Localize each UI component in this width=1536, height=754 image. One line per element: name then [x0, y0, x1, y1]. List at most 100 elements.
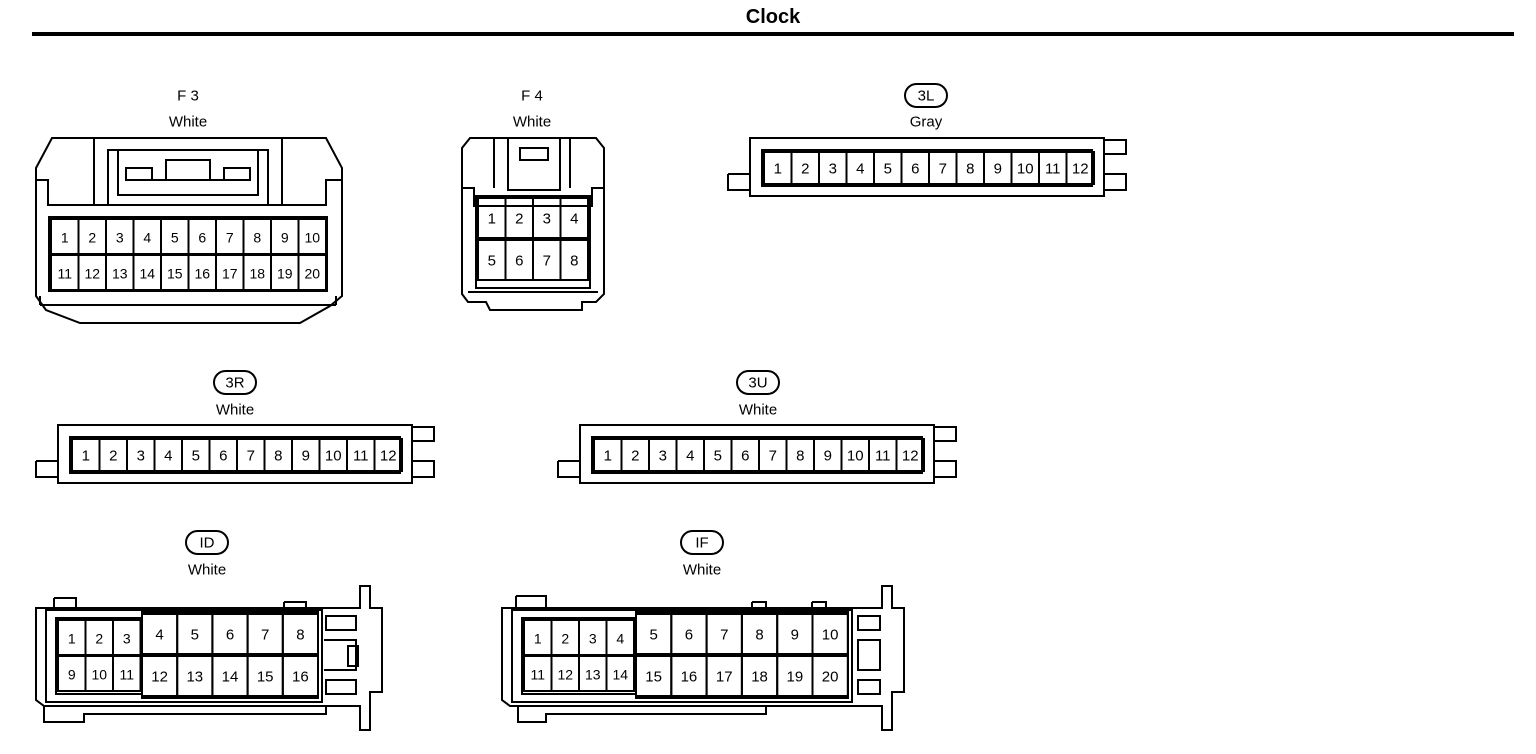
pin-label: 3: [589, 631, 597, 647]
pin-label: 7: [226, 230, 234, 246]
pin-label: 5: [171, 230, 179, 246]
connector-color: White: [513, 114, 551, 131]
pin-label: 8: [570, 253, 578, 270]
connector-outline: [69, 436, 401, 474]
pin-label: 1: [488, 211, 496, 228]
connector-outline: [517, 706, 767, 723]
pin-label: 20: [822, 669, 839, 686]
pin-cell: [605, 655, 635, 692]
page-title: Clock: [745, 6, 801, 28]
connector-outline: [511, 609, 853, 703]
pin-label: 4: [570, 211, 578, 228]
connector-outline: [165, 159, 211, 181]
pin-label: 4: [164, 448, 172, 465]
connector-code-badge: [736, 370, 780, 395]
connector-outline: [591, 436, 923, 474]
pin-label: 8: [796, 448, 804, 465]
pin-label: 3: [543, 211, 551, 228]
pin-label: 15: [645, 669, 662, 686]
pin-label: 9: [68, 667, 76, 683]
pin-label: 10: [822, 627, 839, 644]
pin-label: 7: [543, 253, 551, 270]
pin-label: 9: [791, 627, 799, 644]
pin-label: 4: [616, 631, 624, 647]
connector-outline: [347, 645, 359, 667]
pin-label: 6: [741, 448, 749, 465]
pin-cell: [297, 254, 327, 291]
pin-label: 2: [801, 161, 809, 178]
pin-label: 5: [191, 627, 199, 644]
pin-label: 18: [751, 669, 768, 686]
pin-label: 16: [194, 266, 210, 282]
pin-label: 2: [88, 230, 96, 246]
pin-label: 17: [222, 266, 238, 282]
pin-label: 1: [61, 230, 69, 246]
pin-label: 3: [829, 161, 837, 178]
pin-label: 1: [82, 448, 90, 465]
pin-label: 7: [720, 627, 728, 644]
connector-outline: [45, 609, 323, 703]
connector-outline: [1104, 139, 1127, 155]
connector-outline: [727, 173, 750, 191]
connector-color: White: [216, 402, 254, 419]
pin-label: 10: [91, 667, 107, 683]
pin-label: 16: [292, 669, 309, 686]
pin-label: 8: [966, 161, 974, 178]
pin-cell: [1065, 151, 1095, 185]
connector-code: F 3: [177, 88, 199, 105]
pin-label: 6: [198, 230, 206, 246]
pin-cell: [811, 655, 849, 697]
pin-label: 3: [137, 448, 145, 465]
pin-label: 9: [824, 448, 832, 465]
connector-code-badge: [213, 370, 257, 395]
pin-label: 11: [57, 266, 72, 282]
pin-label: 12: [84, 266, 100, 282]
pin-cell: [281, 655, 319, 697]
connector-outline: [857, 615, 881, 631]
connector-code: IF: [695, 535, 708, 552]
pin-cell: [559, 239, 589, 281]
pin-label: 9: [281, 230, 289, 246]
connector-code: ID: [200, 535, 215, 552]
pin-label: 9: [302, 448, 310, 465]
pin-label: 1: [604, 448, 612, 465]
pin-label: 10: [325, 448, 342, 465]
pin-label: 10: [1017, 161, 1034, 178]
pin-label: 15: [257, 669, 274, 686]
connector-outline: [43, 706, 327, 723]
connector-outline: [519, 147, 549, 161]
pin-label: 5: [714, 448, 722, 465]
connector-outline: [93, 138, 283, 205]
pin-label: 10: [847, 448, 864, 465]
pin-label: 12: [380, 448, 397, 465]
pin-label: 19: [787, 669, 804, 686]
pin-label: 2: [95, 631, 103, 647]
connector-outline: [493, 138, 571, 188]
pin-label: 6: [515, 253, 523, 270]
pin-label: 2: [561, 631, 569, 647]
pin-label: 20: [304, 266, 320, 282]
connector-outline: [515, 595, 547, 608]
connector-outline: [125, 167, 153, 181]
pin-cell: [373, 438, 403, 472]
connector-outline: [857, 639, 881, 671]
pin-label: 3: [116, 230, 124, 246]
pin-label: 12: [1072, 161, 1089, 178]
pin-label: 1: [534, 631, 542, 647]
pin-label: 7: [769, 448, 777, 465]
connector-outline: [39, 296, 337, 306]
pin-label: 2: [109, 448, 117, 465]
connector-outline: [507, 138, 561, 191]
pin-label: 12: [902, 448, 919, 465]
pin-cell: [811, 613, 849, 655]
connector-outline: [475, 195, 591, 289]
pin-label: 11: [875, 448, 891, 465]
connector-outline: [1104, 173, 1127, 191]
pin-cell: [559, 197, 589, 239]
